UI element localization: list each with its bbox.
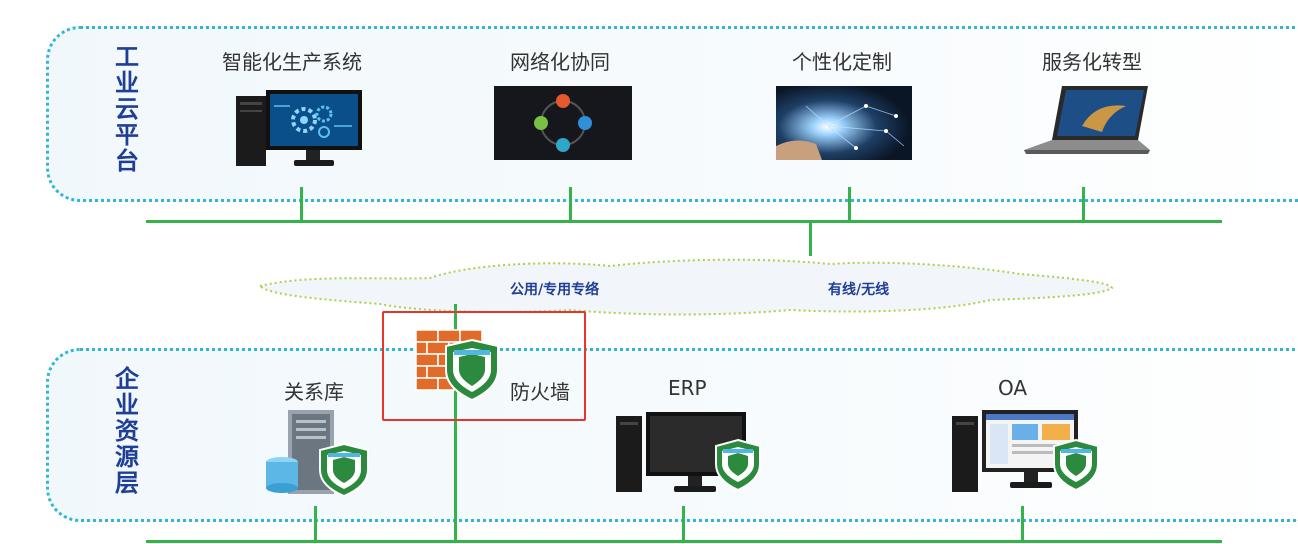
enterprise-drop-line-0 — [314, 506, 317, 542]
oa-desktop-icon — [952, 410, 1099, 492]
cloud-to-network-line — [809, 222, 812, 256]
cloud-drop-line-2 — [848, 187, 851, 222]
cloud-drop-line-1 — [569, 187, 572, 222]
enterprise-item-label-1: 防火墙 — [510, 380, 570, 404]
cloud-bus-line — [146, 220, 1222, 223]
customization-icon — [776, 86, 912, 160]
enterprise-item-label-2: ERP — [668, 376, 707, 400]
cloud-platform-title: 工业云平台 — [115, 43, 139, 175]
network-to-enterprise-line — [454, 304, 457, 542]
cloud-item-label-3: 服务化转型 — [1042, 50, 1142, 74]
network-cloud-shape — [258, 258, 1114, 316]
cloud-item-label-2: 个性化定制 — [792, 50, 892, 74]
cloud-item-label-0: 智能化生产系统 — [222, 50, 362, 74]
enterprise-drop-line-1 — [682, 506, 685, 542]
network-collaboration-icon — [494, 86, 632, 160]
network-label-wired-wireless: 有线/无线 — [828, 282, 890, 298]
erp-desktop-icon — [616, 412, 761, 492]
enterprise-item-label-3: OA — [998, 376, 1028, 400]
cloud-drop-line-0 — [300, 187, 303, 222]
network-label-public-private: 公用/专用专络 — [510, 282, 600, 298]
firewall-icon — [415, 329, 499, 402]
enterprise-item-label-0: 关系库 — [284, 380, 344, 404]
enterprise-layer-title: 企业资源层 — [115, 365, 139, 497]
laptop-icon — [1024, 86, 1150, 154]
database-server-icon — [266, 410, 369, 498]
firewall-highlight-box — [382, 311, 586, 421]
cloud-item-label-1: 网络化协同 — [510, 50, 610, 74]
enterprise-drop-line-2 — [1021, 506, 1024, 542]
cloud-drop-line-3 — [1082, 187, 1085, 222]
desktop-computer-icon — [236, 90, 362, 166]
enterprise-bus-line — [146, 540, 1222, 543]
